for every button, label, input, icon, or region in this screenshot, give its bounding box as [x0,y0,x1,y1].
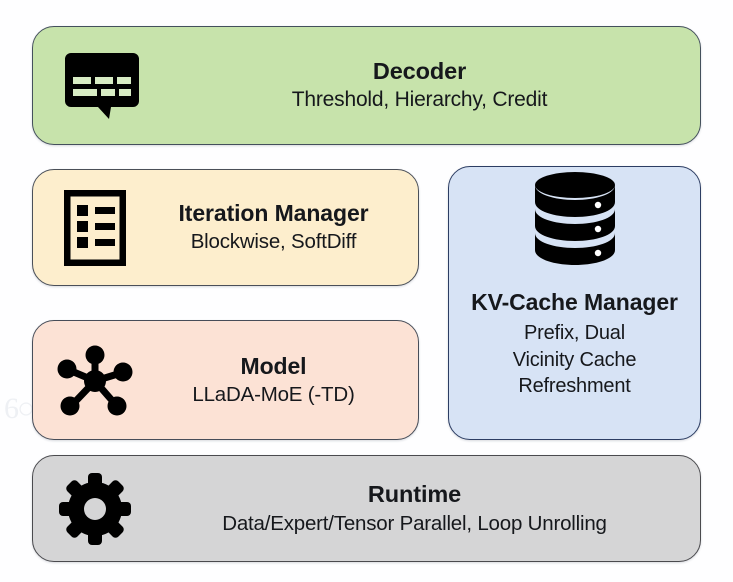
panel-kv-cache-manager[interactable]: KV-Cache Manager Prefix, Dual Vicinity C… [448,166,701,440]
panel-model-text: Model LLaDA-MoE (-TD) [147,353,418,407]
checklist-document-icon [43,189,147,266]
panel-runtime[interactable]: Runtime Data/Expert/Tensor Parallel, Loo… [32,455,701,562]
panel-iteration-manager[interactable]: Iteration Manager Blockwise, SoftDiff [32,169,419,286]
panel-iteration-manager-title: Iteration Manager [178,200,369,227]
network-hub-icon [43,343,147,417]
panel-runtime-text: Runtime Data/Expert/Tensor Parallel, Loo… [147,481,700,536]
panel-model[interactable]: Model LLaDA-MoE (-TD) [32,320,419,440]
panel-model-title: Model [240,352,307,379]
panel-runtime-subtitle: Data/Expert/Tensor Parallel, Loop Unroll… [222,511,607,535]
panel-runtime-title: Runtime [367,481,462,508]
panel-iteration-manager-text: Iteration Manager Blockwise, SoftDiff [147,200,418,254]
panel-decoder-text: Decoder Threshold, Hierarchy, Credit [157,58,700,113]
panel-kv-cache-manager-subtitle: Prefix, Dual Vicinity Cache Refreshment [512,322,637,397]
panel-decoder-subtitle: Threshold, Hierarchy, Credit [291,88,548,112]
gear-icon [43,472,147,545]
panel-kv-cache-manager-text: KV-Cache Manager Prefix, Dual Vicinity C… [471,277,678,439]
captions-bubble-icon [47,51,157,121]
panel-decoder-title: Decoder [372,57,467,84]
panel-kv-cache-manager-title: KV-Cache Manager [471,289,678,315]
database-icon [449,167,700,271]
background-watermark: 6○ [4,392,35,425]
panel-iteration-manager-subtitle: Blockwise, SoftDiff [190,230,357,254]
panel-model-subtitle: LLaDA-MoE (-TD) [192,382,355,406]
panel-decoder[interactable]: Decoder Threshold, Hierarchy, Credit [32,26,701,145]
